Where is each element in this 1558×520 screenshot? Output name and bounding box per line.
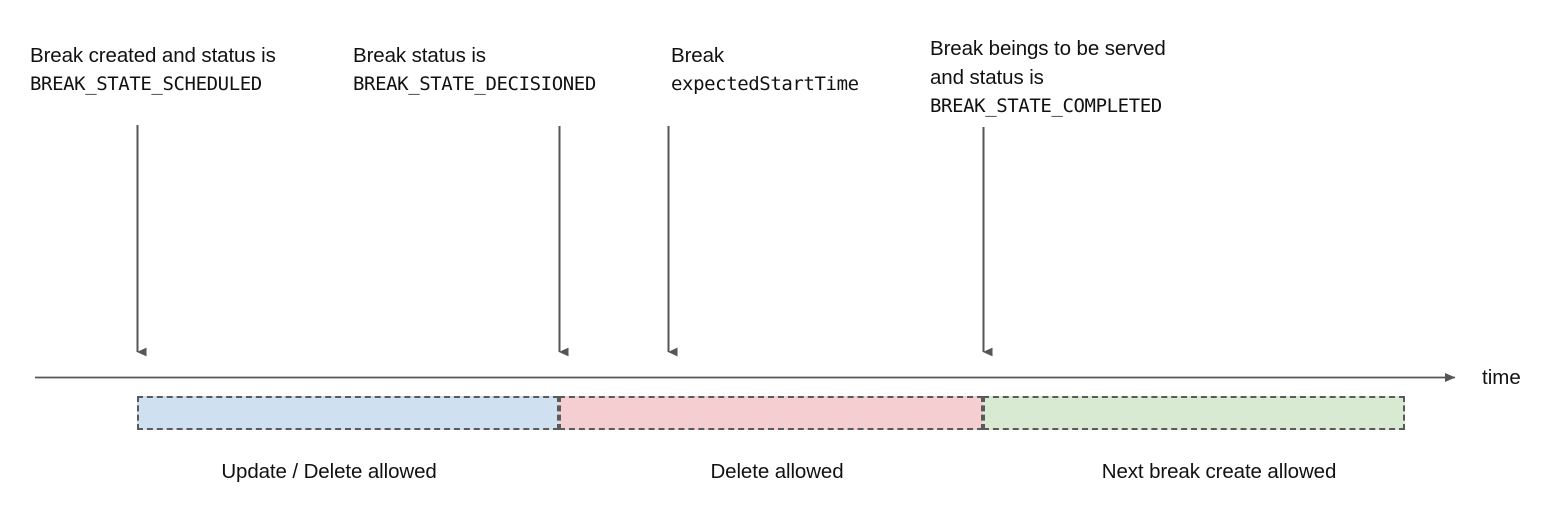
event-label-state-name: BREAK_STATE_COMPLETED bbox=[930, 95, 1162, 117]
event-label-state-name: BREAK_STATE_SCHEDULED bbox=[30, 73, 262, 95]
event-label-decisioned: Break status is BREAK_STATE_DECISIONED bbox=[353, 41, 596, 99]
event-label-line: Break beings to be served bbox=[930, 37, 1166, 60]
phase-caption-update-delete: Update / Delete allowed bbox=[221, 460, 437, 483]
event-label-completed: Break beings to be served and status is … bbox=[930, 34, 1166, 121]
event-label-expected-start-time: Break expectedStartTime bbox=[671, 41, 859, 99]
phase-bar-next-break-create bbox=[983, 396, 1405, 430]
phase-caption-delete: Delete allowed bbox=[710, 460, 844, 483]
event-label-field-name: expectedStartTime bbox=[671, 73, 859, 95]
time-axis-label: time bbox=[1482, 366, 1521, 389]
event-label-scheduled: Break created and status is BREAK_STATE_… bbox=[30, 41, 276, 99]
event-label-line: Break bbox=[671, 44, 725, 67]
event-label-state-name: BREAK_STATE_DECISIONED bbox=[353, 73, 596, 95]
phase-caption-next-break-create: Next break create allowed bbox=[1101, 460, 1337, 483]
event-label-line: and status is bbox=[930, 66, 1044, 89]
event-label-line: Break created and status is bbox=[30, 44, 276, 67]
event-label-line: Break status is bbox=[353, 44, 486, 67]
phase-bar-delete bbox=[559, 396, 983, 430]
phase-bar-update-delete bbox=[137, 396, 559, 430]
